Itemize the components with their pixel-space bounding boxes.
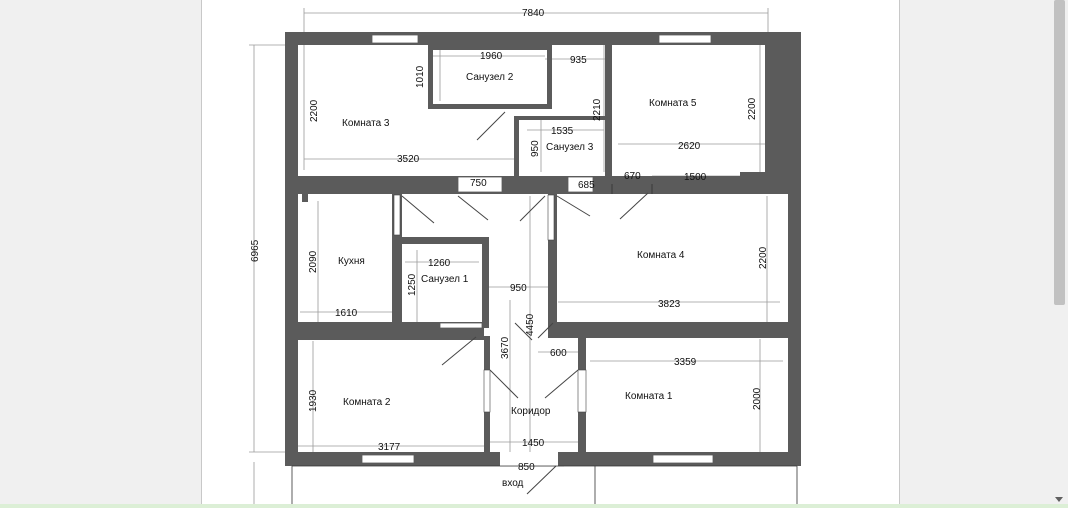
dim-bath3-width: 1535: [551, 126, 574, 137]
dim-bath1-width: 1260: [428, 258, 451, 269]
room5-label: Комната 5: [649, 98, 697, 109]
dim-1500: 1500: [684, 172, 707, 183]
dim-room3-width: 3520: [397, 154, 420, 165]
dim-bath3-height: 950: [530, 140, 541, 157]
dim-room2-height: 1930: [308, 389, 319, 412]
dim-room3-height: 2200: [309, 99, 320, 122]
room3-label: Комната 3: [342, 118, 390, 129]
dim-corridor-width: 1450: [522, 438, 545, 449]
vertical-scrollbar[interactable]: [1051, 0, 1068, 508]
dim-room2-width: 3177: [378, 442, 401, 453]
room2-label: Комната 2: [343, 397, 391, 408]
bath2-label: Санузел 2: [466, 72, 514, 83]
entrance-label: вход: [502, 478, 524, 489]
dim-3670: 3670: [500, 336, 511, 359]
doors: [393, 111, 653, 495]
dim-935: 935: [570, 55, 587, 66]
dim-room4-width: 3823: [658, 299, 681, 310]
dim-685: 685: [578, 180, 595, 191]
dim-room5-height: 2200: [747, 97, 758, 120]
dim-room1-width: 3359: [674, 357, 697, 368]
dim-total-height: 6965: [250, 239, 261, 262]
dim-room5-width: 2620: [678, 141, 701, 152]
dim-entrance-width: 850: [518, 462, 535, 473]
corridor-label: Коридор: [511, 406, 551, 417]
scroll-down-arrow-icon[interactable]: [1055, 497, 1063, 502]
scrollbar-thumb[interactable]: [1054, 0, 1065, 305]
dim-750: 750: [470, 178, 487, 189]
dim-600: 600: [550, 348, 567, 359]
bath1-label: Санузел 1: [421, 274, 469, 285]
dim-2210: 2210: [592, 98, 603, 121]
room1-label: Комната 1: [625, 391, 673, 402]
windows: [361, 34, 714, 464]
dim-bath2-height: 1010: [415, 65, 426, 88]
dimension-lines: [249, 8, 783, 508]
bottom-status-strip: [0, 504, 1068, 508]
dim-total-width: 7840: [522, 8, 545, 19]
porch-outline: [291, 465, 798, 508]
dim-bath2-width: 1960: [480, 51, 503, 62]
bath3-label: Санузел 3: [546, 142, 594, 153]
dim-kitchen-height: 2090: [308, 250, 319, 273]
dim-bath1-height: 1250: [407, 273, 418, 296]
kitchen-label: Кухня: [338, 256, 365, 267]
room4-label: Комната 4: [637, 250, 685, 261]
dim-kitchen-width: 1610: [335, 308, 358, 319]
dim-670: 670: [624, 171, 641, 182]
dim-950: 950: [510, 283, 527, 294]
dim-room4-height: 2200: [758, 246, 769, 269]
dim-4450: 4450: [525, 313, 536, 336]
dim-room1-height: 2000: [752, 387, 763, 410]
